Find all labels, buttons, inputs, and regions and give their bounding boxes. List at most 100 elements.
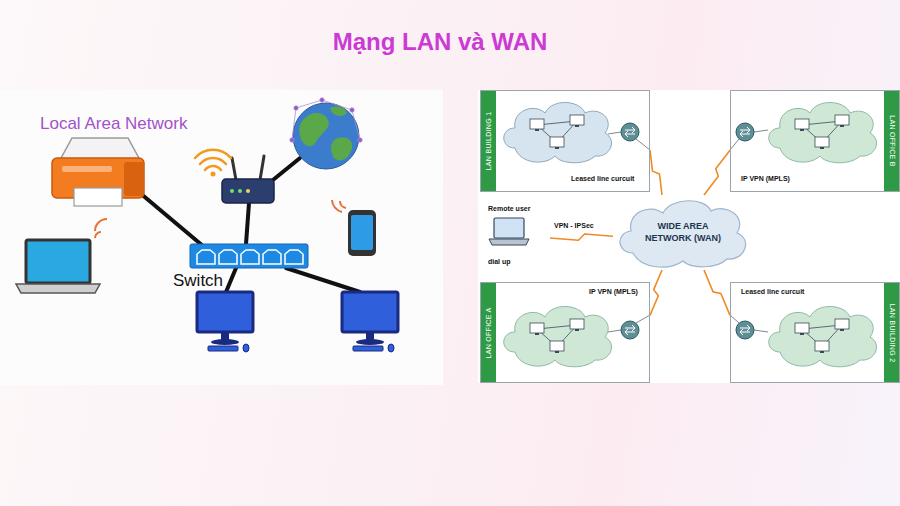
lan-cloud <box>769 306 877 366</box>
node-label: Local Area Network <box>40 114 187 134</box>
router-icon <box>211 172 216 177</box>
printer-icon <box>74 188 122 206</box>
router-icon <box>246 189 250 193</box>
link-label: VPN - IPSec <box>553 221 595 230</box>
monitor-icon <box>356 339 384 345</box>
remote-laptop-icon <box>489 239 529 245</box>
printer-icon <box>124 162 144 196</box>
monitor-icon <box>208 346 238 351</box>
lan-cloud <box>504 306 612 366</box>
wan-link <box>650 270 662 315</box>
phone-icon <box>332 200 346 212</box>
globe-icon <box>330 106 346 116</box>
link-label: Leased line curcuit <box>570 174 635 183</box>
router-wire <box>608 130 768 332</box>
box-label: LAN OFFICE A <box>485 307 492 358</box>
switch-icon <box>197 250 303 264</box>
node-label: Switch <box>173 271 223 291</box>
globe-icon <box>331 137 352 160</box>
lan-box: LAN OFFICE A <box>480 282 650 383</box>
wan-cloud: WIDE AREA NETWORK (WAN) <box>613 195 753 270</box>
switch-node: Switch <box>133 247 137 251</box>
lan-wire <box>286 268 360 292</box>
box-label: LAN OFFICE B <box>889 115 896 166</box>
monitor-icon <box>197 292 253 352</box>
lan-cloud <box>530 115 584 149</box>
wan-panel <box>478 90 900 383</box>
router-symbol <box>621 123 639 141</box>
router-symbol <box>736 321 754 339</box>
router-symbol <box>736 123 754 141</box>
laptop-icon <box>16 284 100 293</box>
globe-icon <box>290 98 362 169</box>
printer-icon <box>60 138 140 160</box>
globe-icon <box>352 110 360 140</box>
laptop-icon <box>26 240 90 283</box>
switch-icon <box>190 244 308 268</box>
printer-icon <box>62 166 112 172</box>
monitor-icon <box>211 339 239 345</box>
switch-icon <box>285 250 303 264</box>
router-symbol <box>621 321 639 339</box>
laptop-icon <box>16 219 107 293</box>
box-label: LAN BUILDING 2 <box>889 303 896 362</box>
monitor-icon <box>342 292 398 352</box>
switch-icon <box>197 250 215 264</box>
globe-icon <box>296 100 322 108</box>
globe-icon <box>290 98 362 142</box>
globe-icon <box>320 98 324 102</box>
wan-link <box>704 150 730 195</box>
lan-cloud <box>795 115 849 149</box>
router-wire <box>754 330 768 332</box>
wan-link <box>704 270 730 315</box>
lan-panel: Local Area NetworkSwitch <box>0 90 443 385</box>
router-icon <box>260 156 264 180</box>
lan-wire <box>226 268 236 292</box>
lan-cloud <box>504 102 612 162</box>
globe-icon <box>294 106 298 110</box>
remote-laptop-icon <box>494 218 524 238</box>
node-label: dial up <box>488 258 511 265</box>
link-label: IP VPN (MPLS) <box>740 174 791 183</box>
router-wire <box>636 315 650 323</box>
phone-icon <box>348 210 376 256</box>
laptop-icon <box>95 219 107 238</box>
lan-cloud <box>504 102 612 162</box>
link-label: IP VPN (MPLS) <box>588 287 639 296</box>
router-icon <box>222 179 274 203</box>
lan-wire <box>140 158 360 292</box>
lan-cloud <box>769 102 877 162</box>
globe-icon <box>322 100 352 110</box>
lan-wire <box>246 203 249 244</box>
router-icon <box>230 189 234 193</box>
globe-icon <box>293 103 359 169</box>
remote-user-node: Remote user dial up <box>486 205 550 265</box>
lan-cloud <box>769 306 877 366</box>
node-label: WIDE AREA NETWORK (WAN) <box>635 221 731 244</box>
wan-link <box>650 150 662 195</box>
lan-cloud <box>769 102 877 162</box>
page-title: Mạng LAN và WAN <box>333 28 548 56</box>
globe-icon <box>350 108 354 112</box>
globe-icon <box>290 138 294 142</box>
switch-icon <box>219 250 237 264</box>
phone-icon <box>332 200 376 256</box>
monitor-icon <box>243 344 249 352</box>
box-label: LAN BUILDING 1 <box>485 112 492 171</box>
lan-cloud <box>530 319 584 353</box>
globe-icon <box>299 113 329 146</box>
link-label: Leased line curcuit <box>740 287 805 296</box>
wan-link <box>550 234 613 240</box>
monitor-icon <box>197 292 253 332</box>
globe-icon <box>358 138 362 142</box>
node-label: Remote user <box>488 205 530 212</box>
router-wire <box>608 330 621 332</box>
lan-cloud <box>795 319 849 353</box>
printer-icon <box>52 138 144 206</box>
switch-icon <box>190 244 308 268</box>
lan-cloud <box>504 306 612 366</box>
lan-wire <box>140 193 203 246</box>
router-icon <box>232 158 236 180</box>
